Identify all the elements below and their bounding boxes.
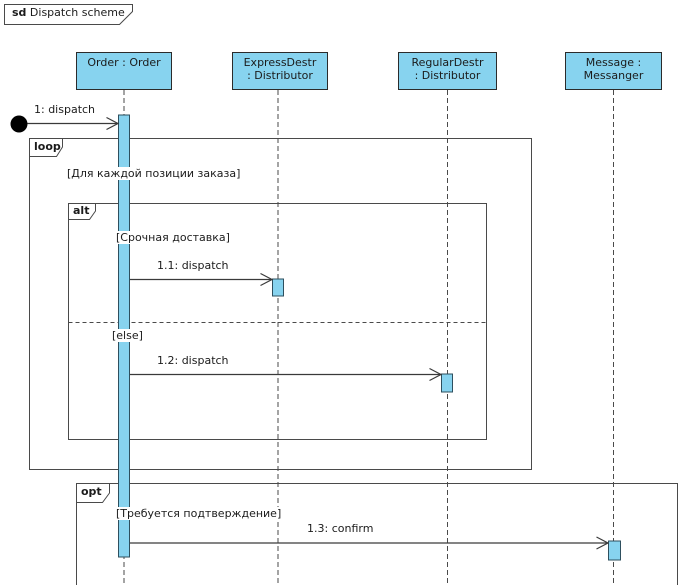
opt-guard-label: [Требуется подтверждение]: [115, 507, 283, 520]
lifeline-label-line2: Messanger: [583, 69, 644, 82]
loop-guard-label: [Для каждой позиции заказа]: [66, 167, 242, 180]
message-1-1-arrowhead-icon: [260, 272, 274, 287]
alt-else-guard-label: [else]: [111, 329, 144, 342]
frame-keyword: sd: [12, 6, 27, 19]
message-activation-bar[interactable]: [608, 540, 621, 561]
loop-operator-pentagon[interactable]: [29, 138, 63, 157]
opt-fragment-frame[interactable]: [76, 483, 678, 585]
alt-operator-label: alt: [73, 204, 90, 217]
message-1-3-arrowhead-icon: [596, 536, 610, 550]
lifeline-label-line1: Message :: [585, 56, 642, 69]
lifeline-head-order[interactable]: Order : Order: [76, 52, 172, 90]
loop-fragment-frame[interactable]: [29, 138, 532, 470]
lifeline-label-line2: : Distributor: [247, 69, 313, 82]
loop-operator-label: loop: [34, 140, 61, 153]
alt-fragment-frame[interactable]: [68, 203, 487, 440]
regular-activation-bar[interactable]: [441, 373, 453, 393]
lifeline-label-line2: : Distributor: [414, 69, 481, 82]
lifeline-label: Order : Order: [87, 56, 161, 69]
lifeline-head-express[interactable]: ExpressDestr : Distributor: [232, 52, 328, 90]
lifeline-label-line1: ExpressDestr: [243, 56, 317, 69]
initial-node-icon[interactable]: [10, 115, 28, 133]
alt-if-guard-label: [Срочная доставка]: [115, 231, 231, 244]
message-1-2-label[interactable]: 1.2: dispatch: [157, 354, 229, 367]
opt-operator-pentagon[interactable]: [76, 483, 110, 503]
message-1-1-label[interactable]: 1.1: dispatch: [157, 259, 229, 272]
message-1-arrowhead-icon: [106, 116, 120, 131]
lifeline-head-regular[interactable]: RegularDestr : Distributor: [398, 52, 497, 90]
frame-title: sd Dispatch scheme: [12, 6, 125, 19]
frame-title-tab-shape: [4, 4, 133, 25]
frame-name: Dispatch scheme: [29, 6, 125, 19]
alt-operator-pentagon[interactable]: [68, 203, 96, 220]
message-1-2-arrowhead-icon: [429, 367, 443, 382]
express-activation-bar[interactable]: [272, 278, 284, 297]
message-1-3-label[interactable]: 1.3: confirm: [307, 522, 374, 535]
opt-operator-label: opt: [81, 485, 102, 498]
lifeline-label-line1: RegularDestr: [411, 56, 484, 69]
message-1-label[interactable]: 1: dispatch: [34, 103, 96, 116]
lifeline-head-message[interactable]: Message : Messanger: [565, 52, 662, 90]
